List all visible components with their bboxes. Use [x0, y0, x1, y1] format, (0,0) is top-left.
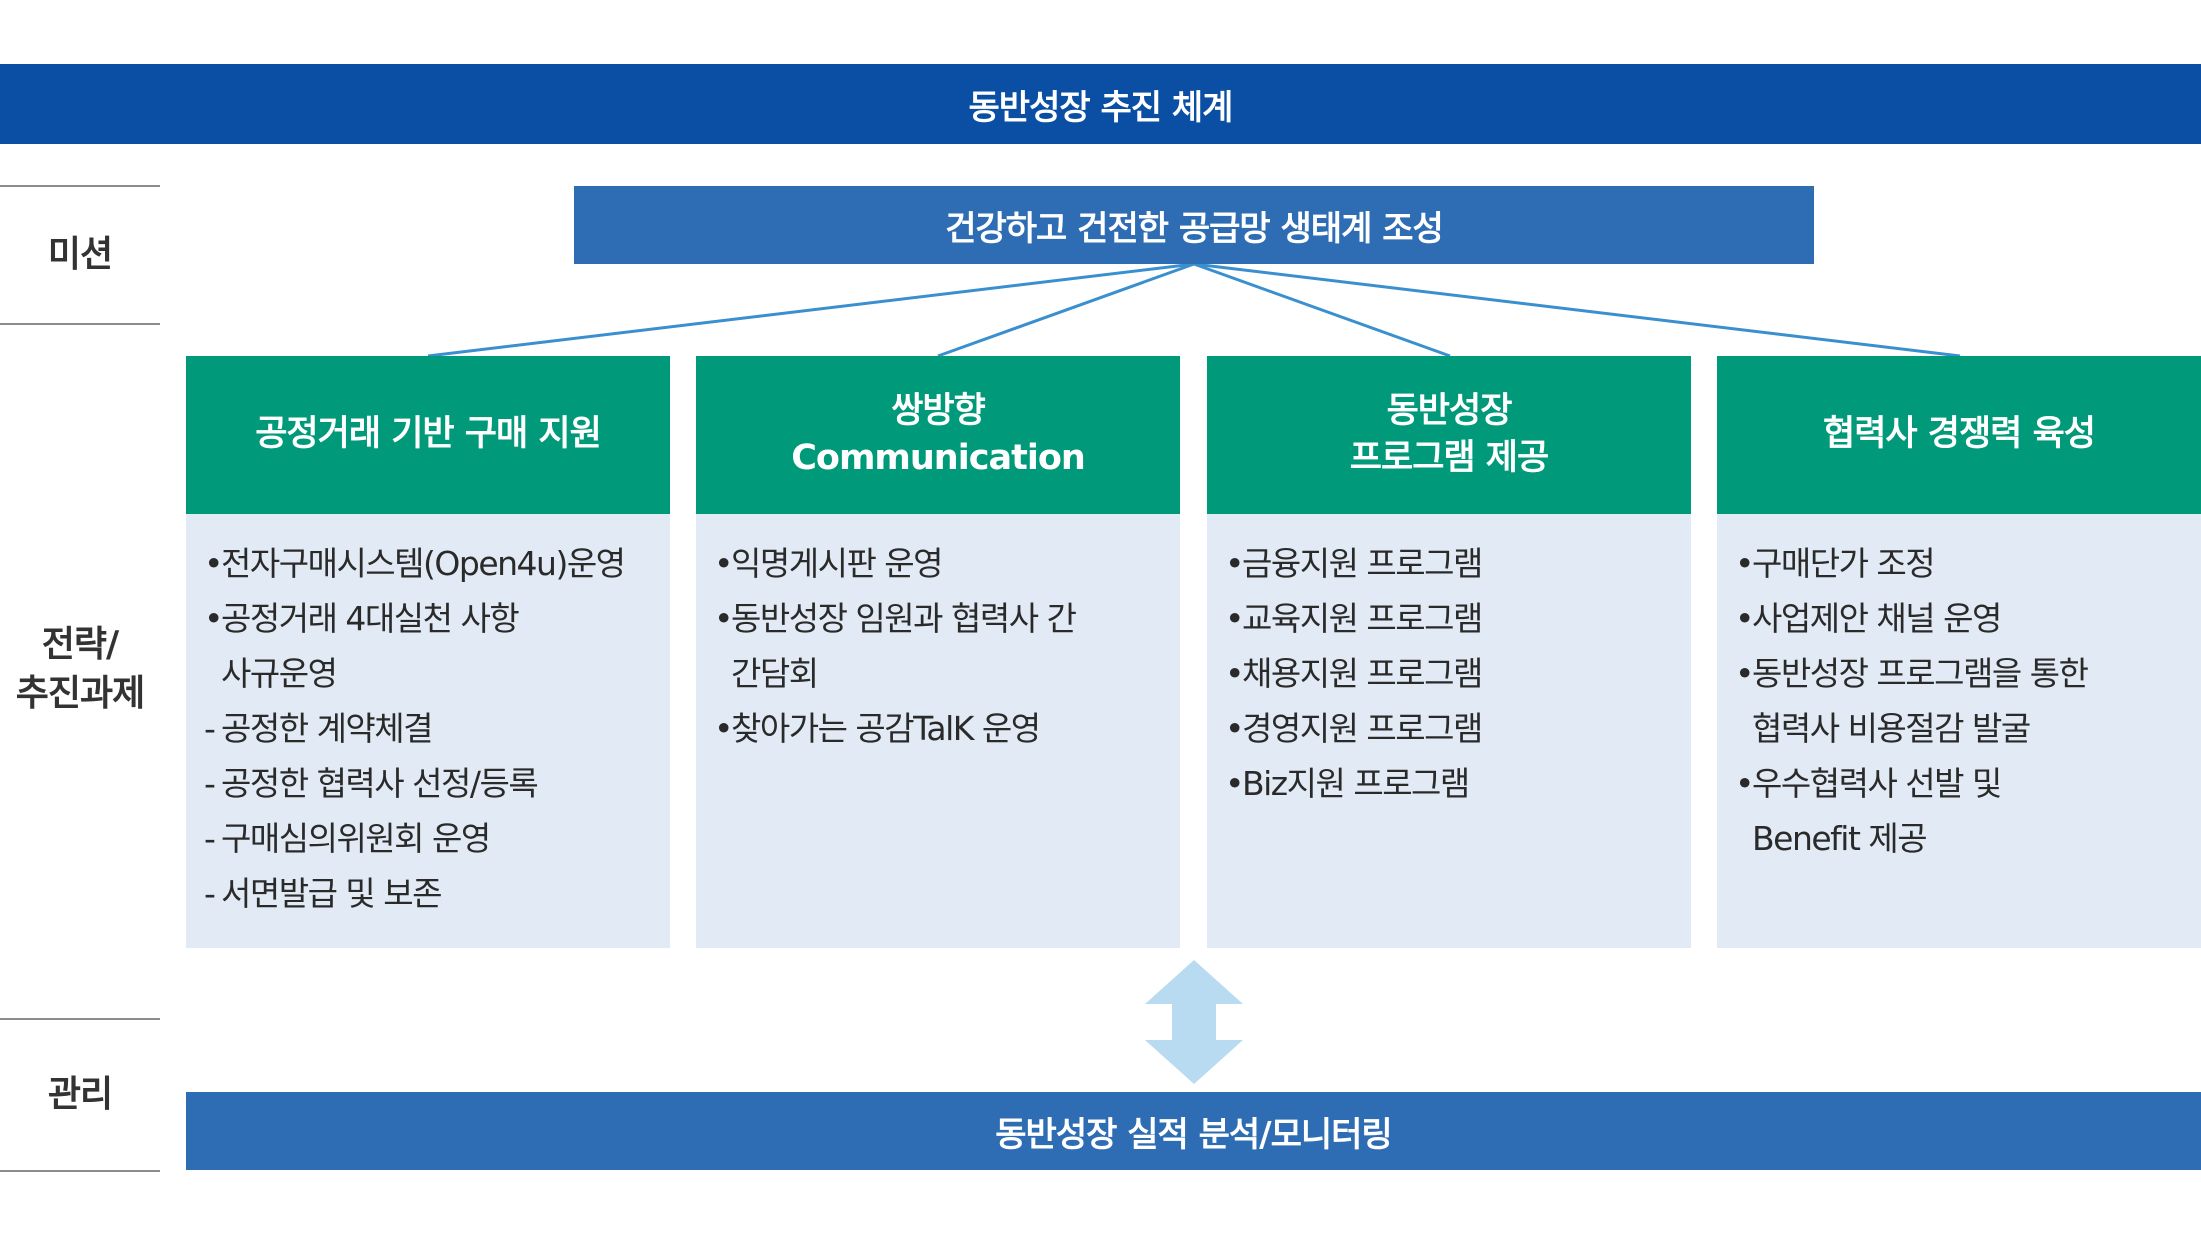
task-item: •동반성장 임원과 협력사 간: [714, 599, 1077, 638]
task-item: •구매단가 조정: [1735, 544, 1936, 583]
row-label-strategy-line1: 전략/: [41, 624, 119, 666]
task-item: •Biz지원 프로그램: [1225, 764, 1470, 803]
task-item: •채용지원 프로그램: [1225, 654, 1483, 693]
connector-line: [937, 262, 1195, 358]
strategy-tasks-2: •익명게시판 운영 •동반성장 임원과 협력사 간 간담회 •찾아가는 공감Ta…: [696, 514, 1180, 948]
task-item: •우수협력사 선발 및: [1735, 764, 2002, 803]
task-item-continuation: 사규운영: [221, 654, 338, 693]
connector-line: [427, 262, 1195, 358]
row-label-mission: 미션: [47, 233, 113, 275]
row-divider: [0, 185, 160, 187]
strategy-heading-2: 쌍방향 Communication: [696, 356, 1180, 514]
task-item-continuation: 간담회: [731, 654, 819, 693]
management-box: 동반성장 실적 분석/모니터링: [186, 1092, 2201, 1170]
strategy-tasks-4: •구매단가 조정 •사업제안 채널 운영 •동반성장 프로그램을 통한 협력사 …: [1717, 514, 2201, 948]
strategy-heading-4: 협력사 경쟁력 육성: [1717, 356, 2201, 514]
row-label-strategy-line2: 추진과제: [15, 673, 145, 714]
strategy-heading-1: 공정거래 기반 구매 지원: [186, 356, 670, 514]
connector-line: [1193, 262, 1451, 358]
strategy-tasks-3: •금융지원 프로그램 •교육지원 프로그램 •채용지원 프로그램 •경영지원 프…: [1207, 514, 1691, 948]
mission-box: 건강하고 건전한 공급망 생태계 조성: [574, 186, 1814, 264]
task-subitem: -공정한 협력사 선정/등록: [204, 764, 539, 803]
task-subitem: -구매심의위원회 운영: [204, 819, 491, 858]
row-divider: [0, 1170, 160, 1172]
task-item-continuation: Benefit 제공: [1752, 819, 1928, 858]
strategy-heading-line: 쌍방향: [891, 390, 986, 431]
task-item: •전자구매시스템(Open4u)운영: [204, 544, 626, 583]
task-item: •공정거래 4대실천 사항: [204, 599, 520, 638]
strategy-heading-3: 동반성장 프로그램 제공: [1207, 356, 1691, 514]
row-label-strategy: 전략/ 추진과제: [0, 560, 160, 780]
row-divider: [0, 1018, 160, 1020]
task-item: •사업제안 채널 운영: [1735, 599, 2002, 638]
diagram-title: 동반성장 추진 체계: [0, 64, 2201, 144]
task-subitem: -공정한 계약체결: [204, 709, 434, 748]
strategy-heading-line: 협력사 경쟁력 육성: [1823, 414, 2096, 455]
strategy-heading-line: 동반성장: [1386, 390, 1513, 431]
task-item: •경영지원 프로그램: [1225, 709, 1483, 748]
task-item: •금융지원 프로그램: [1225, 544, 1483, 583]
strategy-heading-line: 프로그램 제공: [1349, 438, 1549, 478]
connector-line: [1193, 262, 1961, 358]
task-item-continuation: 협력사 비용절감 발굴: [1752, 709, 2031, 748]
task-item: •익명게시판 운영: [714, 544, 944, 583]
strategy-heading-line: 공정거래 기반 구매 지원: [255, 414, 602, 455]
row-divider: [0, 323, 160, 325]
double-arrow-icon: [1145, 960, 1243, 1084]
task-item: •교육지원 프로그램: [1225, 599, 1483, 638]
strategy-tasks-1: •전자구매시스템(Open4u)운영 •공정거래 4대실천 사항 사규운영 -공…: [186, 514, 670, 948]
strategy-heading-line: Communication: [791, 438, 1086, 478]
task-item: •찾아가는 공감TalK 운영: [714, 709, 1041, 748]
task-subitem: -서면발급 및 보존: [204, 874, 443, 913]
task-item: •동반성장 프로그램을 통한: [1735, 654, 2089, 693]
row-label-management: 관리: [47, 1073, 113, 1115]
